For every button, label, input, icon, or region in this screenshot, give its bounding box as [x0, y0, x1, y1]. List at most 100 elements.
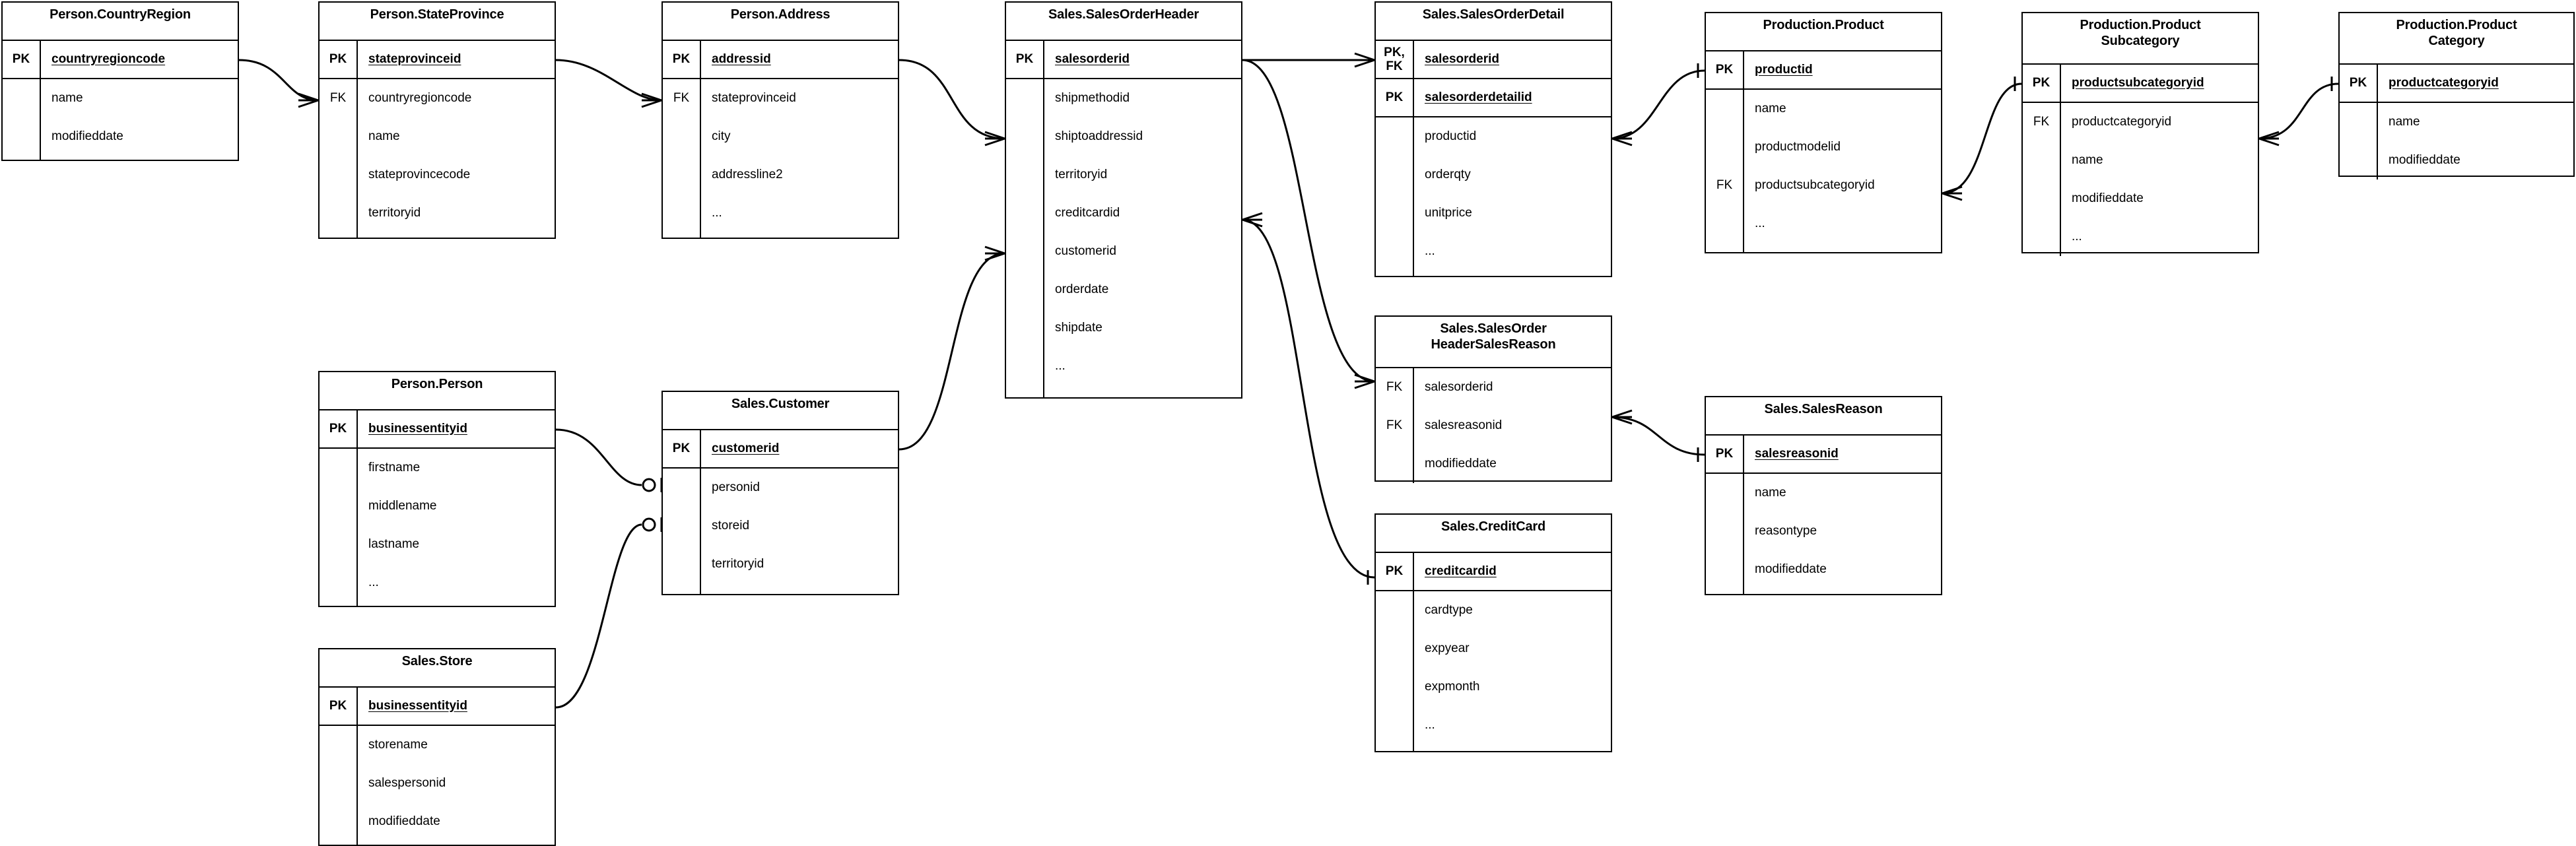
attribute-row[interactable]: modifieddate: [3, 117, 238, 156]
attribute-row[interactable]: modifieddate: [320, 802, 555, 841]
attribute-row[interactable]: middlename: [320, 487, 555, 525]
attribute-name: lastname: [368, 537, 420, 551]
attribute-key-badge: [663, 194, 701, 232]
attribute-row[interactable]: ...: [1376, 232, 1611, 271]
attribute-row[interactable]: orderdate: [1006, 271, 1241, 309]
attribute-row[interactable]: storeid: [663, 507, 898, 545]
attribute-key-badge: [1706, 550, 1744, 589]
attribute-row[interactable]: expyear: [1376, 630, 1611, 668]
attribute-row[interactable]: name: [1706, 90, 1941, 128]
attribute-row[interactable]: cardtype: [1376, 591, 1611, 630]
attribute-row[interactable]: ...: [1706, 205, 1941, 243]
attribute-row[interactable]: ...: [2023, 218, 2258, 256]
attribute-key-badge: [1006, 117, 1044, 156]
entity-title: Production.Product: [1706, 13, 1941, 51]
attribute-row[interactable]: shipdate: [1006, 309, 1241, 347]
attribute-row[interactable]: modifieddate: [1376, 445, 1611, 483]
attribute-name: salesorderid: [1425, 379, 1493, 394]
attribute-key-badge: [1376, 156, 1414, 194]
attribute-row[interactable]: storename: [320, 726, 555, 764]
attribute-row[interactable]: expmonth: [1376, 668, 1611, 706]
attribute-row[interactable]: personid: [663, 469, 898, 507]
attribute-row[interactable]: unitprice: [1376, 194, 1611, 232]
attribute-row[interactable]: name: [1706, 474, 1941, 512]
attribute-row[interactable]: firstname: [320, 449, 555, 487]
attribute-key-badge: [663, 545, 701, 583]
attribute-row[interactable]: customerid: [1006, 232, 1241, 271]
attribute-row[interactable]: creditcardid: [1006, 194, 1241, 232]
attribute-key-badge: [1376, 445, 1414, 483]
attribute-row[interactable]: lastname: [320, 525, 555, 564]
attribute-row[interactable]: ...: [320, 564, 555, 602]
attribute-row[interactable]: territoryid: [663, 545, 898, 583]
attribute-row[interactable]: shiptoaddressid: [1006, 117, 1241, 156]
attribute-row[interactable]: city: [663, 117, 898, 156]
attribute-row[interactable]: name: [320, 117, 555, 156]
entity-title: Sales.SalesOrder HeaderSalesReason: [1376, 317, 1611, 368]
attribute-row[interactable]: ...: [1006, 347, 1241, 385]
attribute-row[interactable]: name: [3, 79, 238, 117]
attribute-row[interactable]: name: [2023, 141, 2258, 179]
attribute-key-badge: PK: [320, 688, 358, 725]
attribute-name: shipdate: [1055, 320, 1102, 335]
attribute-row[interactable]: addressline2: [663, 156, 898, 194]
attribute-key-badge: [663, 469, 701, 507]
attribute-row-filler: [663, 583, 898, 594]
attribute-row[interactable]: productid: [1376, 117, 1611, 156]
attribute-key-badge: PK: [1706, 51, 1744, 88]
attribute-row[interactable]: shipmethodid: [1006, 79, 1241, 117]
attribute-key-badge: [3, 156, 41, 160]
attribute-row[interactable]: orderqty: [1376, 156, 1611, 194]
attribute-key-badge: [320, 156, 358, 194]
attribute-row[interactable]: stateprovincecode: [320, 156, 555, 194]
attribute-row[interactable]: reasontype: [1706, 512, 1941, 550]
attribute-row[interactable]: name: [2340, 103, 2573, 141]
attribute-row[interactable]: modifieddate: [2340, 141, 2573, 179]
attribute-row[interactable]: ...: [1376, 706, 1611, 744]
attribute-row-filler: [1376, 271, 1611, 276]
attribute-row[interactable]: territoryid: [320, 194, 555, 232]
attribute-row[interactable]: productmodelid: [1706, 128, 1941, 166]
attribute-row[interactable]: salespersonid: [320, 764, 555, 802]
attribute-row[interactable]: modifieddate: [2023, 179, 2258, 218]
attribute-name: creditcardid: [1055, 205, 1120, 220]
attribute-row[interactable]: territoryid: [1006, 156, 1241, 194]
attribute-row[interactable]: modifieddate: [1706, 550, 1941, 589]
attribute-row[interactable]: ...: [663, 194, 898, 232]
